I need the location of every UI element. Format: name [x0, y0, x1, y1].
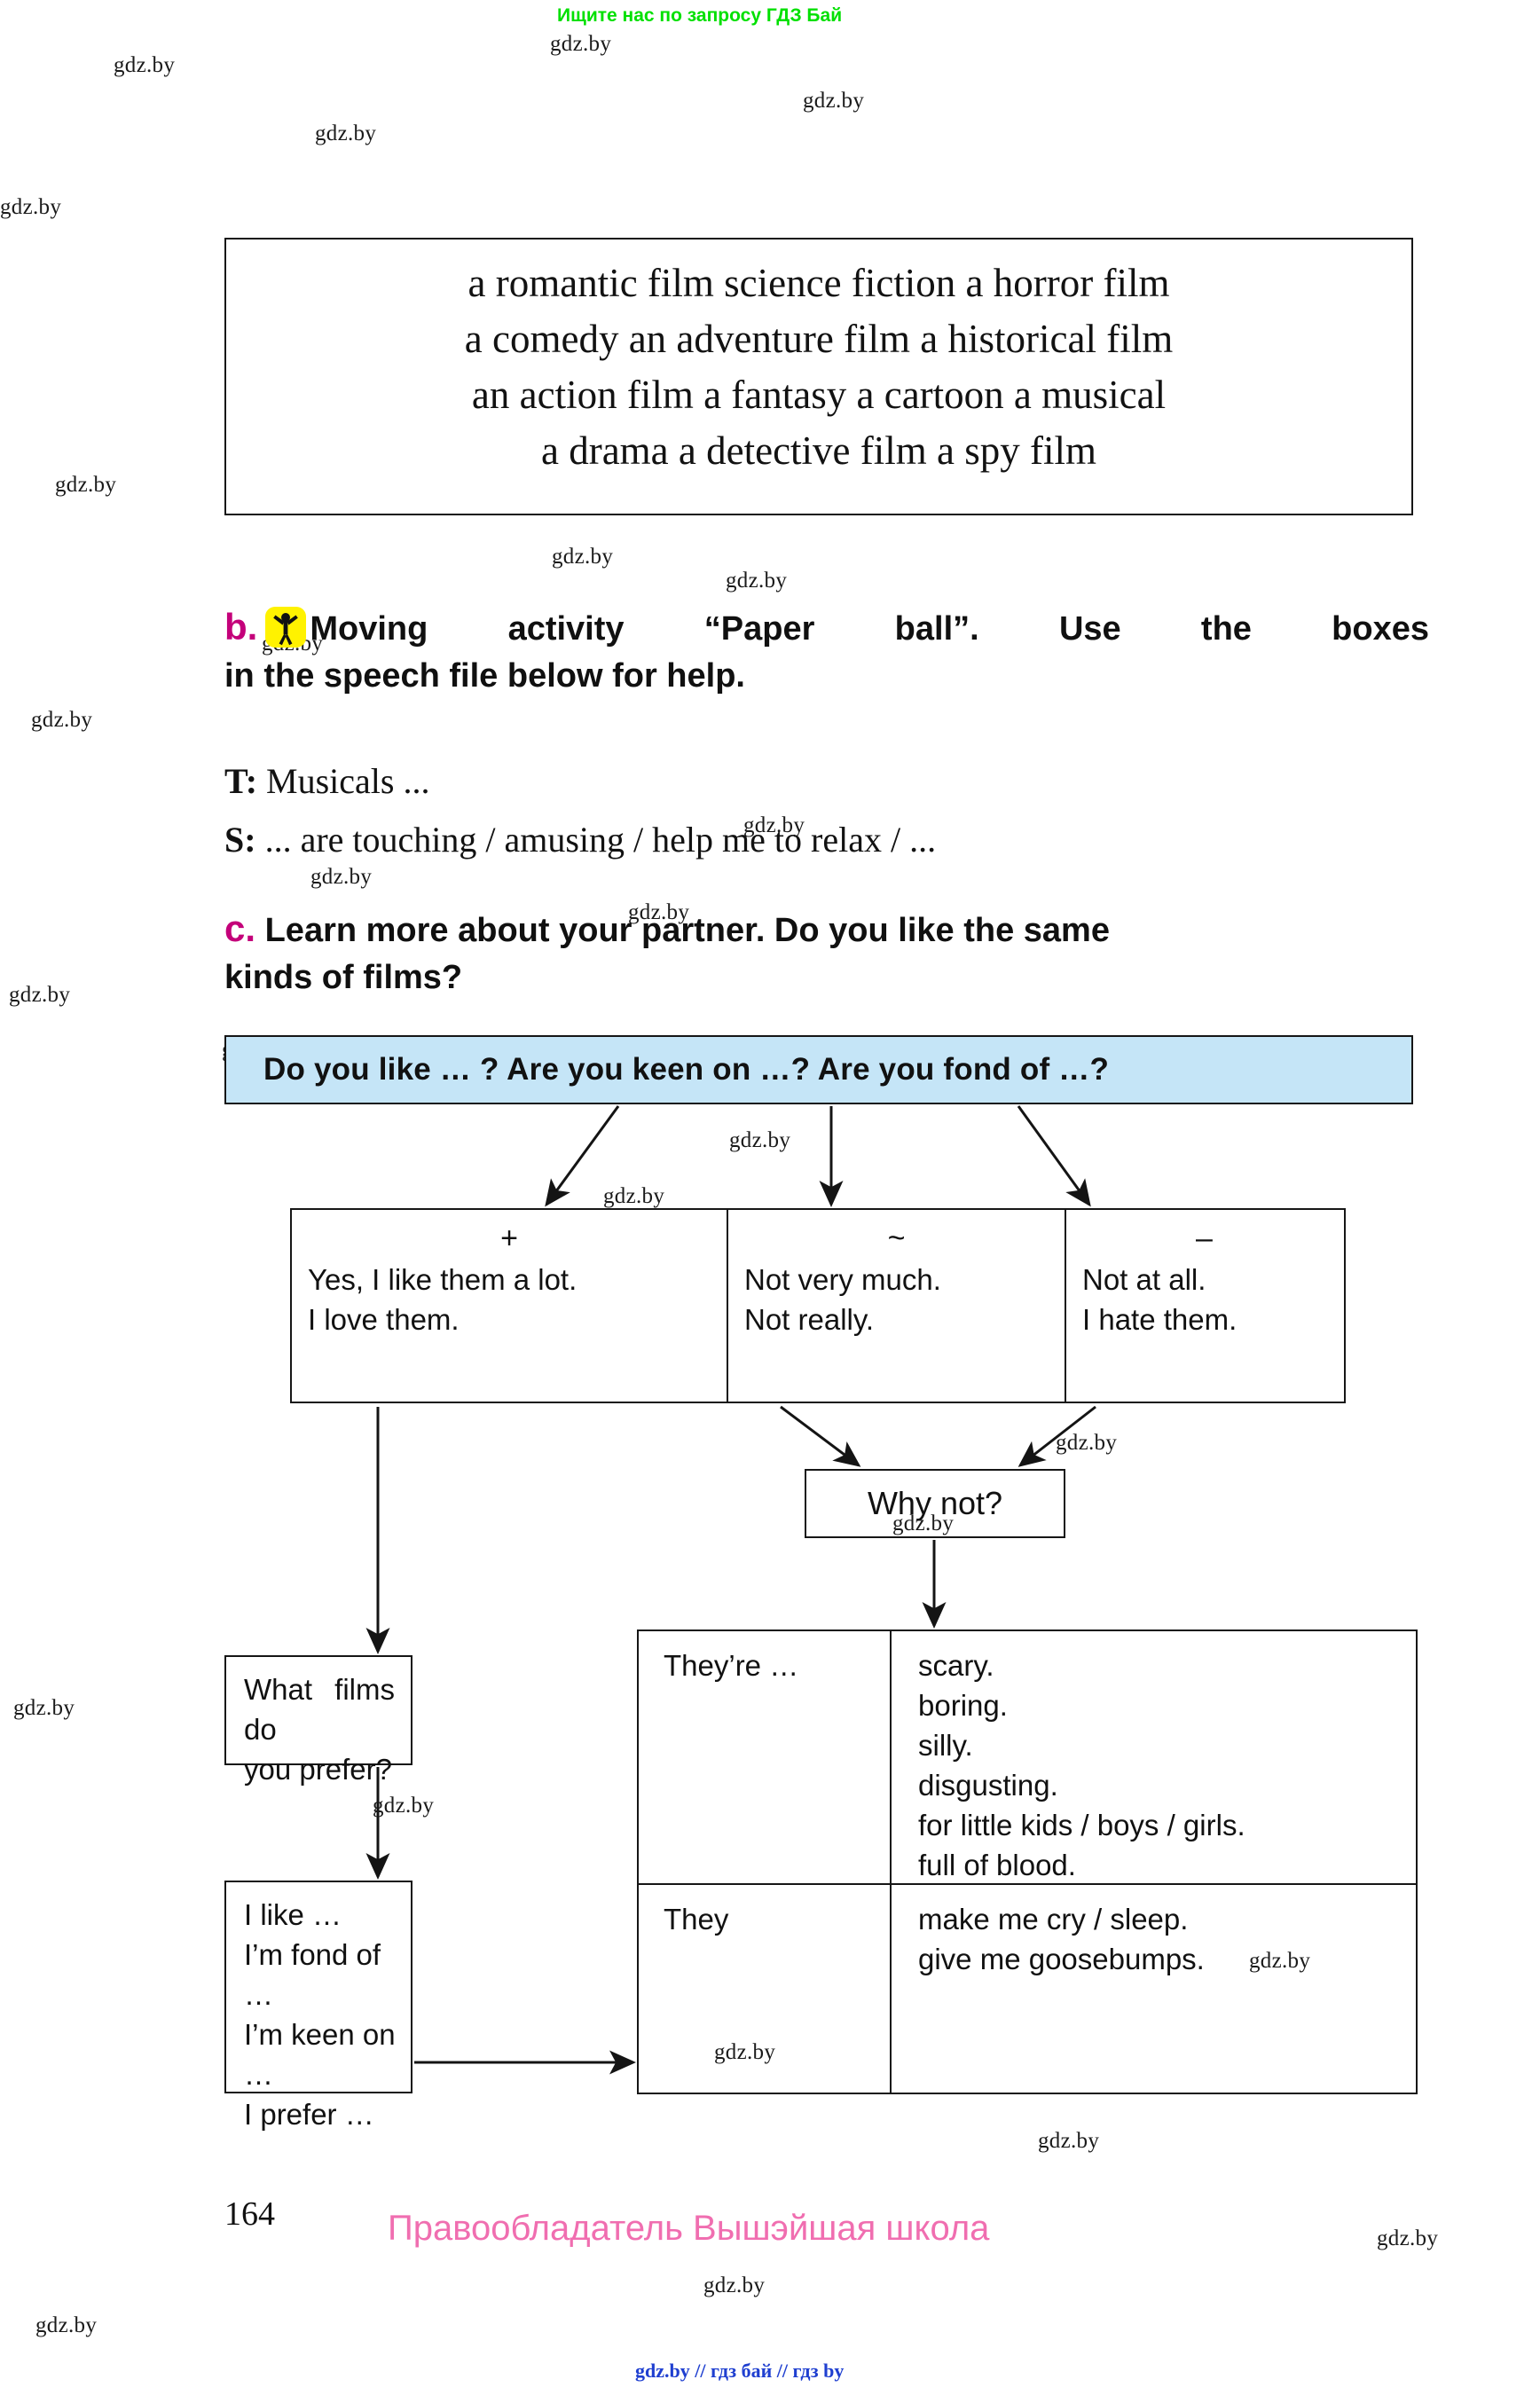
wordbank-line: a romantic film science fiction a horror…: [468, 261, 1170, 305]
student-text: ... are touching / amusing / help me to …: [264, 820, 937, 860]
question-prompt-bar: Do you like … ? Are you keen on …? Are y…: [224, 1035, 1413, 1104]
watermark: gdz.by: [55, 473, 117, 497]
value-line: disgusting.: [918, 1769, 1058, 1802]
answer-line: Not at all.: [1082, 1263, 1206, 1296]
answer-cell-neutral: ~ Not very much. Not really.: [728, 1210, 1066, 1402]
answer-cell-positive: + Yes, I like them a lot. I love them.: [292, 1210, 728, 1402]
they-are-label: They’re …: [639, 1631, 892, 1883]
wordbank-line: an action film a fantasy a cartoon a mus…: [471, 373, 1167, 417]
answer-line: Not very much.: [744, 1263, 941, 1296]
task-b-line2: in the speech file below for help.: [224, 657, 745, 695]
film-genres-word-box: a romantic film science fiction a horror…: [224, 238, 1413, 515]
dialogue-student-line: S: ... are touching / amusing / help me …: [224, 811, 936, 869]
value-line: make me cry / sleep.: [918, 1903, 1189, 1936]
watermark: gdz.by: [114, 53, 176, 77]
watermark: gdz.by: [1038, 2129, 1100, 2153]
watermark: gdz.by: [703, 2273, 766, 2297]
teacher-label: T:: [224, 761, 258, 801]
answer-line: I love them.: [308, 1303, 460, 1336]
watermark: gdz.by: [310, 865, 373, 889]
task-c-line2: kinds of films?: [224, 959, 463, 996]
i-like-line: I’m keen on …: [244, 2018, 396, 2091]
watermark: gdz.by: [714, 2040, 776, 2064]
what-films-line2: you prefer?: [244, 1753, 392, 1786]
watermark: gdz.by: [552, 545, 614, 569]
answer-options-row: + Yes, I like them a lot. I love them. ~…: [290, 1208, 1346, 1403]
copyright-notice: Правообладатель Вышэйшая школа: [388, 2209, 990, 2248]
dialogue-model: T: Musicals ... S: ... are touching / am…: [224, 752, 936, 869]
question-prompt-text: Do you like … ? Are you keen on …? Are y…: [263, 1052, 1110, 1087]
watermark: gdz.by: [35, 2313, 98, 2337]
watermark: gdz.by: [628, 900, 690, 924]
watermark: gdz.by: [1056, 1431, 1118, 1455]
watermark: gdz.by: [315, 122, 377, 145]
teacher-text: Musicals ...: [266, 761, 430, 801]
task-b-line1: Moving activity “Paper ball”. Use the bo…: [310, 610, 1429, 648]
value-line: give me goosebumps.: [918, 1943, 1205, 1975]
wordbank-line: a comedy an adventure film a historical …: [464, 317, 1174, 361]
they-are-values: scary. boring. silly. disgusting. for li…: [892, 1631, 1416, 1883]
they-values: make me cry / sleep. give me goosebumps.: [892, 1885, 1416, 2093]
watermark: gdz.by: [9, 983, 71, 1007]
watermark: gdz.by: [550, 32, 612, 56]
answer-sign-positive: +: [500, 1221, 518, 1255]
watermark: gdz.by: [13, 1696, 75, 1720]
watermark: gdz.by: [0, 195, 62, 219]
watermark: gdz.by: [729, 1128, 791, 1152]
answer-line: Yes, I like them a lot.: [308, 1263, 578, 1296]
value-line: boring.: [918, 1689, 1008, 1722]
wordbank-line: a drama a detective film a spy film: [540, 428, 1096, 473]
watermark: gdz.by: [603, 1184, 665, 1208]
answer-sign-neutral: ~: [887, 1221, 906, 1255]
i-like-line: I prefer …: [244, 2098, 374, 2131]
watermark: gdz.by: [726, 569, 788, 593]
task-b: b. Moving activity “Paper ball”. Use the…: [224, 603, 1431, 700]
page-number: 164: [224, 2195, 275, 2233]
watermark: gdz.by: [31, 708, 93, 732]
value-line: full of blood.: [918, 1849, 1076, 1881]
moving-activity-icon: [265, 607, 307, 648]
answer-line: I hate them.: [1082, 1303, 1238, 1336]
they-are-table: They’re … scary. boring. silly. disgusti…: [637, 1629, 1418, 2094]
task-b-letter: b.: [224, 606, 258, 648]
task-c: c. Learn more about your partner. Do you…: [224, 905, 1440, 1001]
watermark: gdz.by: [743, 813, 805, 837]
bottom-promo-banner: gdz.by // гдз бай // гдз by: [635, 2360, 845, 2382]
table-row: They make me cry / sleep. give me gooseb…: [639, 1885, 1416, 2093]
watermark: gdz.by: [892, 1512, 955, 1535]
what-films-line1: What films do: [244, 1673, 395, 1746]
value-line: for little kids / boys / girls.: [918, 1809, 1245, 1842]
value-line: scary.: [918, 1649, 994, 1682]
dialogue-teacher-line: T: Musicals ...: [224, 752, 936, 811]
what-films-box: What films do you prefer?: [224, 1655, 412, 1786]
task-c-line1: Learn more about your partner. Do you li…: [264, 912, 1110, 949]
answer-line: Not really.: [744, 1303, 875, 1336]
student-label: S:: [224, 820, 256, 860]
i-like-line: I like …: [244, 1898, 342, 1931]
answer-cell-negative: – Not at all. I hate them.: [1066, 1210, 1342, 1402]
task-c-letter: c.: [224, 907, 256, 949]
watermark: gdz.by: [1249, 1949, 1311, 1973]
watermark: gdz.by: [373, 1794, 435, 1818]
answer-sign-negative: –: [1196, 1221, 1213, 1255]
value-line: silly.: [918, 1729, 973, 1762]
top-promo-banner: Ищите нас по запросу ГДЗ Бай: [557, 5, 843, 26]
they-label: They: [639, 1885, 892, 2093]
i-like-box: I like … I’m fond of … I’m keen on … I p…: [224, 1881, 412, 2131]
watermark: gdz.by: [803, 89, 865, 113]
they-label-text: They: [664, 1903, 729, 1936]
i-like-line: I’m fond of …: [244, 1938, 381, 2011]
table-row: They’re … scary. boring. silly. disgusti…: [639, 1631, 1416, 1885]
watermark: gdz.by: [1377, 2226, 1439, 2250]
why-not-box: Why not?: [805, 1469, 1065, 1538]
